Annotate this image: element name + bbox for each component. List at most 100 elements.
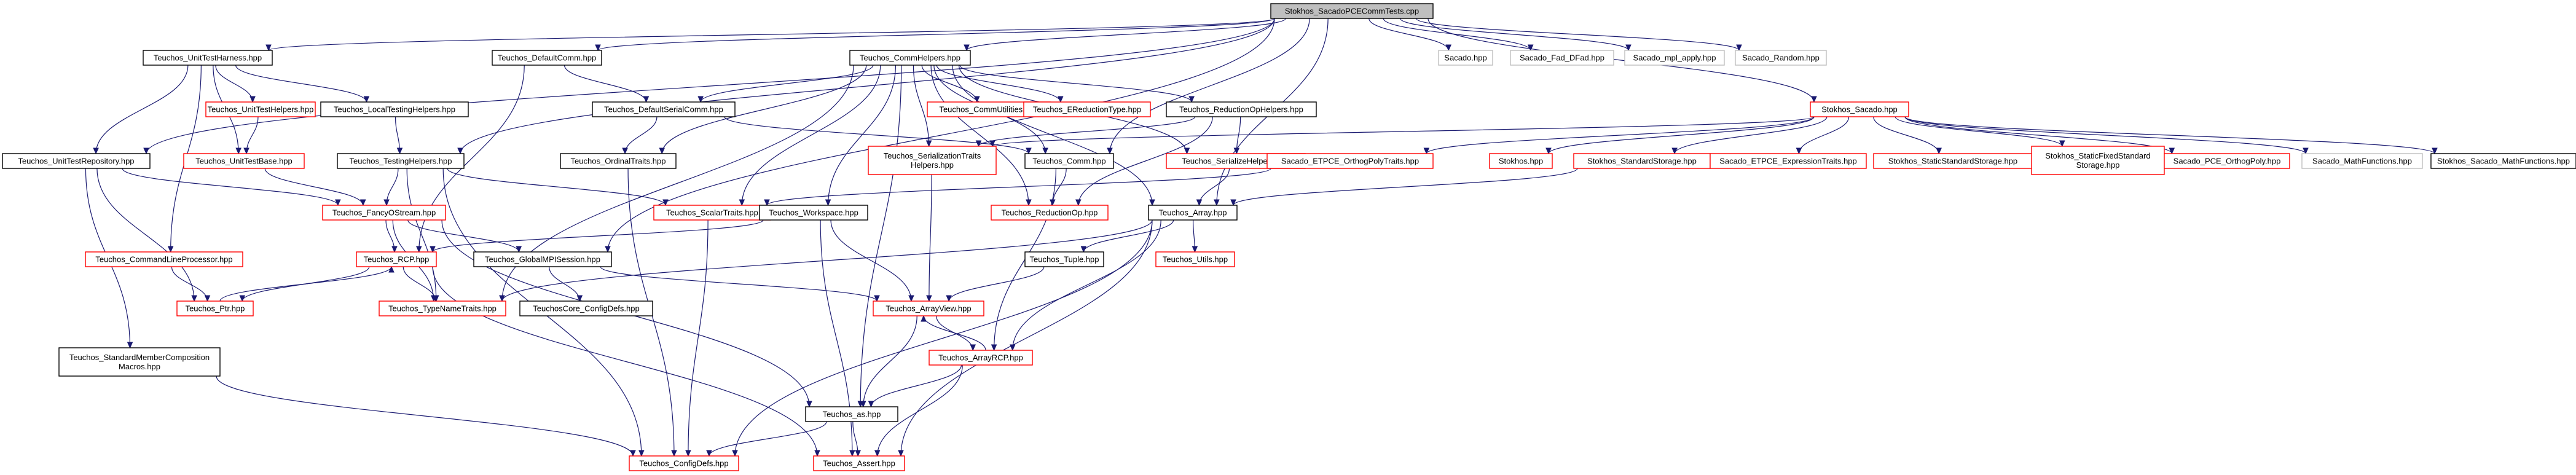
node-sacado-pce-orthogpoly[interactable]: Sacado_PCE_OrthogPoly.hpp: [2164, 153, 2290, 169]
edge-defaultcomm-to-defaultserialcomm: [564, 65, 647, 103]
edge-stokhos-standardstorage-to-array: [1233, 168, 1578, 206]
node-localtestinghelpers[interactable]: Teuchos_LocalTestingHelpers.hpp: [320, 101, 469, 117]
node-box: [492, 50, 602, 66]
node-label: Stokhos_SacadoPCECommTests.cpp: [1285, 7, 1419, 16]
node-sacado-random[interactable]: Sacado_Random.hpp: [1735, 50, 1827, 66]
node-stokhos-staticstandardstorage[interactable]: Stokhos_StaticStandardStorage.hpp: [1873, 153, 2033, 169]
node-reductionophelpers[interactable]: Teuchos_ReductionOpHelpers.hpp: [1166, 101, 1317, 117]
node-assert[interactable]: Teuchos_Assert.hpp: [813, 455, 905, 471]
node-label: Teuchos_UnitTestBase.hpp: [195, 157, 293, 166]
node-defaultcomm[interactable]: Teuchos_DefaultComm.hpp: [492, 50, 602, 66]
edge-arrowhead: [1796, 147, 1802, 155]
node-label: Macros.hpp: [119, 362, 160, 371]
node-label: Teuchos_Array.hpp: [1158, 208, 1227, 218]
node-sacado[interactable]: Sacado.hpp: [1438, 50, 1493, 66]
node-utils[interactable]: Teuchos_Utils.hpp: [1155, 251, 1235, 267]
node-rcp[interactable]: Teuchos_RCP.hpp: [356, 251, 437, 267]
node-commhelpers[interactable]: Teuchos_CommHelpers.hpp: [849, 50, 971, 66]
node-sacado-mpl-apply[interactable]: Sacado_mpl_apply.hpp: [1624, 50, 1725, 66]
edge-arrowhead: [1214, 199, 1220, 206]
node-typenametraits[interactable]: Teuchos_TypeNameTraits.hpp: [379, 300, 506, 316]
node-scalartraits[interactable]: Teuchos_ScalarTraits.hpp: [653, 205, 771, 221]
node-box: [1166, 101, 1317, 117]
edge-arrowhead: [1188, 96, 1195, 103]
node-array[interactable]: Teuchos_Array.hpp: [1148, 205, 1238, 221]
node-box: [58, 347, 221, 377]
node-globalmpisession[interactable]: Teuchos_GlobalMPISession.hpp: [473, 251, 612, 267]
node-label: Sacado_MathFunctions.hpp: [2312, 157, 2412, 166]
node-label: Teuchos_CommHelpers.hpp: [860, 53, 960, 63]
node-configdefs[interactable]: Teuchos_ConfigDefs.hpp: [629, 455, 739, 471]
node-box: [2164, 153, 2290, 169]
node-standardmembercomposition[interactable]: Teuchos_StandardMemberCompositionMacros.…: [58, 347, 221, 377]
node-unittestbase[interactable]: Teuchos_UnitTestBase.hpp: [183, 153, 305, 169]
node-as[interactable]: Teuchos_as.hpp: [805, 406, 898, 422]
edge-arrowhead: [415, 246, 422, 253]
node-root[interactable]: Stokhos_SacadoPCECommTests.cpp: [1270, 3, 1434, 19]
node-sacado-fad-dfad[interactable]: Sacado_Fad_DFad.hpp: [1510, 50, 1614, 66]
edge-arrowhead: [697, 96, 704, 103]
edge-stokhos-sacado-to-serializationtraitshelpers: [992, 116, 1815, 147]
edge-array-to-tuple: [1083, 219, 1174, 253]
edge-arrowhead: [335, 199, 341, 206]
node-stokhos-sacado-mathfunctions[interactable]: Stokhos_Sacado_MathFunctions.hpp: [2430, 153, 2576, 169]
edge-arrowhead: [706, 450, 712, 457]
node-label: Teuchos_UnitTestHarness.hpp: [154, 53, 262, 63]
edge-arrowhead: [93, 147, 99, 155]
node-teuchoscore-configdefs[interactable]: TeuchosCore_ConfigDefs.hpp: [519, 300, 653, 316]
edge-arrowhead: [167, 246, 174, 253]
node-box: [1710, 153, 1867, 169]
node-reductionop[interactable]: Teuchos_ReductionOp.hpp: [991, 205, 1109, 221]
node-arrayrcp[interactable]: Teuchos_ArrayRCP.hpp: [929, 350, 1033, 366]
node-label: Teuchos_UnitTestRepository.hpp: [18, 157, 134, 166]
node-ordinaltraits[interactable]: Teuchos_OrdinalTraits.hpp: [560, 153, 677, 169]
node-tuple[interactable]: Teuchos_Tuple.hpp: [1024, 251, 1104, 267]
node-unittestharness[interactable]: Teuchos_UnitTestHarness.hpp: [143, 50, 273, 66]
node-box: [205, 101, 316, 117]
edge-stokhos-sacado-to-stokhos-sacado-mathfunctions: [1904, 116, 2435, 154]
node-box: [85, 251, 243, 267]
node-sacado-mathfunctions[interactable]: Sacado_MathFunctions.hpp: [2301, 153, 2423, 169]
node-stokhos-sacado[interactable]: Stokhos_Sacado.hpp: [1810, 101, 1909, 117]
node-box: [629, 455, 739, 471]
node-fancyostream[interactable]: Teuchos_FancyOStream.hpp: [322, 205, 446, 221]
node-stokhos-hpp[interactable]: Stokhos.hpp: [1489, 153, 1553, 169]
edge-unittestharness-to-unittesthelpers: [215, 65, 253, 103]
edge-array-to-configdefs: [734, 219, 1153, 457]
edge-root-to-unittestharness: [268, 18, 1275, 51]
node-arrayview[interactable]: Teuchos_ArrayView.hpp: [873, 300, 984, 316]
node-label: Teuchos_GlobalMPISession.hpp: [485, 255, 600, 264]
node-sacado-etpce-expressiontraits[interactable]: Sacado_ETPCE_ExpressionTraits.hpp: [1710, 153, 1867, 169]
edge-root-to-commhelpers: [966, 18, 1286, 51]
edge-arrowhead: [860, 401, 866, 408]
edge-root-to-stokhos-sacado: [1427, 18, 1815, 103]
node-label: Teuchos_as.hpp: [823, 410, 881, 419]
node-defaultserialcomm[interactable]: Teuchos_DefaultSerialComm.hpp: [592, 101, 736, 117]
node-label: Stokhos_Sacado_MathFunctions.hpp: [2437, 157, 2570, 166]
node-ptr[interactable]: Teuchos_Ptr.hpp: [176, 300, 254, 316]
node-testinghelpers[interactable]: Teuchos_TestingHelpers.hpp: [337, 153, 465, 169]
node-commandlineprocessor[interactable]: Teuchos_CommandLineProcessor.hpp: [85, 251, 243, 267]
node-workspace[interactable]: Teuchos_Workspace.hpp: [759, 205, 868, 221]
edge-arrowhead: [662, 199, 669, 206]
node-comm[interactable]: Teuchos_Comm.hpp: [1024, 153, 1114, 169]
node-stokhos-standardstorage[interactable]: Stokhos_StandardStorage.hpp: [1573, 153, 1711, 169]
edge-arrowhead: [659, 147, 666, 155]
edge-arrowhead: [1058, 96, 1064, 103]
edge-root-to-testinghelpers: [460, 18, 1275, 154]
edge-root-to-defaultcomm: [597, 18, 1275, 51]
node-sacado-etpce-orthogpolytraits[interactable]: Sacado_ETPCE_OrthogPolyTraits.hpp: [1266, 153, 1434, 169]
edge-defaultserialcomm-to-ordinaltraits: [624, 116, 658, 154]
node-unittestrepository[interactable]: Teuchos_UnitTestRepository.hpp: [2, 153, 151, 169]
node-ereductiontype[interactable]: Teuchos_EReductionType.hpp: [1023, 101, 1151, 117]
edge-arrowhead: [926, 295, 932, 302]
node-unittesthelpers[interactable]: Teuchos_UnitTestHelpers.hpp: [205, 101, 316, 117]
node-label: Sacado_ETPCE_ExpressionTraits.hpp: [1719, 157, 1857, 166]
node-label: Stokhos.hpp: [1499, 157, 1543, 166]
edge-testinghelpers-to-typenametraits: [406, 168, 437, 302]
edge-commhelpers-to-ordinaltraits: [661, 65, 867, 154]
edge-arrowhead: [605, 246, 611, 253]
edge-arrowhead: [764, 199, 770, 206]
